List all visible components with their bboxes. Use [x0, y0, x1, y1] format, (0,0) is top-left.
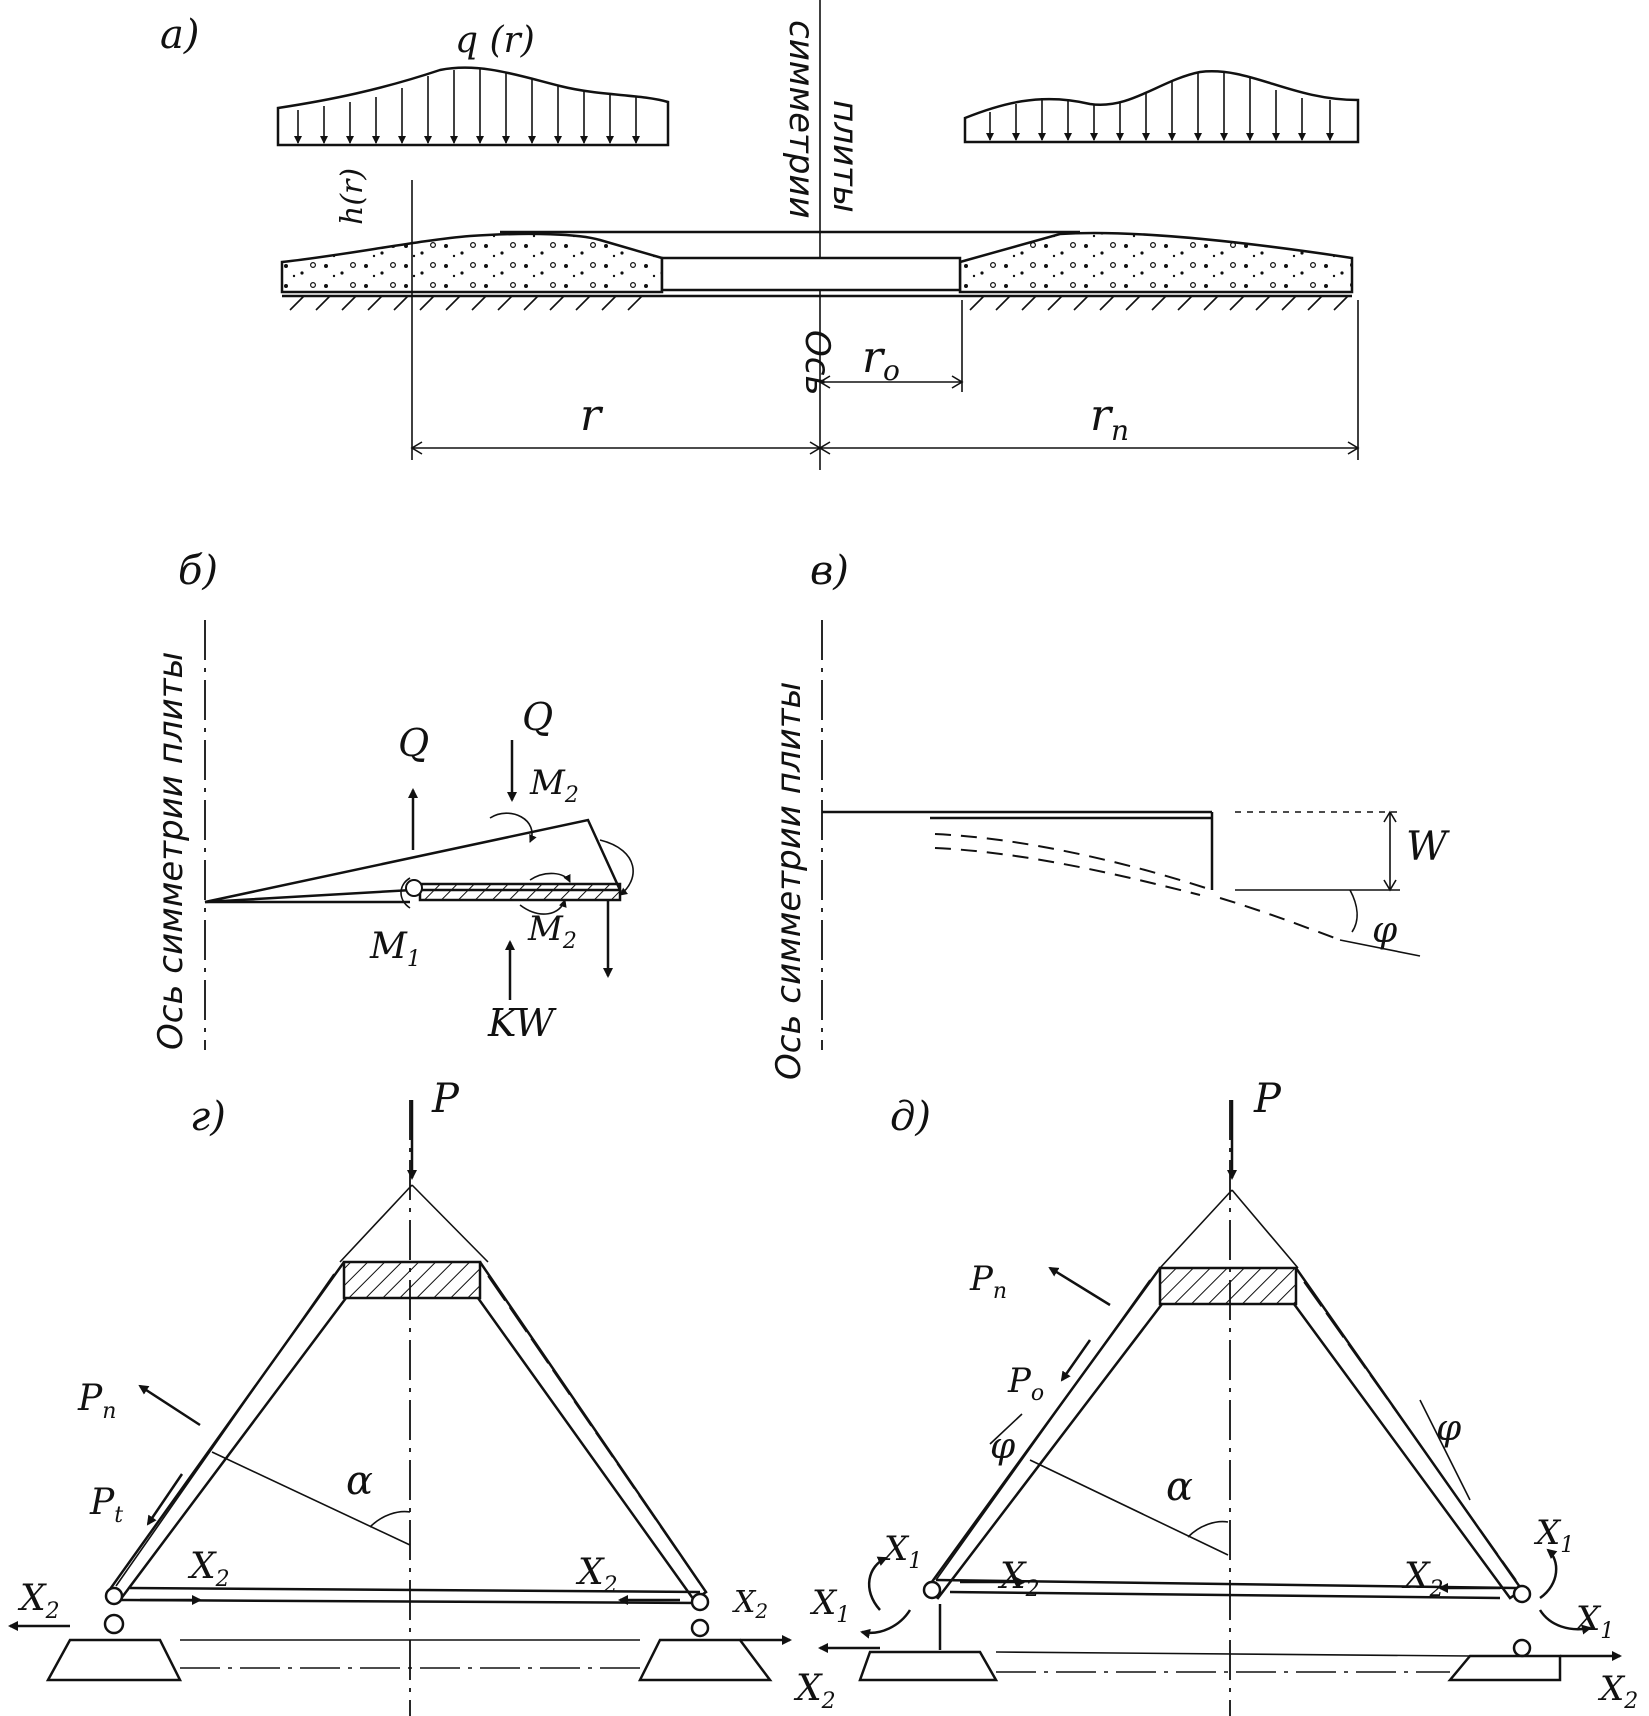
axis-label-v: Ось симметрии плиты	[769, 682, 809, 1080]
axis-label-a2: симметрии	[781, 20, 821, 219]
axis-label-b: Ось симметрии плиты	[151, 652, 191, 1050]
r-label: r	[580, 390, 604, 441]
phi-right-label-d: φ	[1436, 1408, 1462, 1449]
panel-d: д) P α Pп Po φ φ X2 X2	[809, 1076, 1638, 1716]
x1-upper-left-label: X1	[881, 1529, 922, 1574]
alpha-label-g: α	[346, 1458, 373, 1504]
p-label-g: P	[431, 1076, 460, 1122]
x2-inner-left-label: X2	[187, 1546, 230, 1592]
footing-left-g	[45, 1638, 183, 1682]
alpha-label-d: α	[1166, 1464, 1193, 1510]
po-label-d: Po	[1007, 1361, 1044, 1406]
plate-section	[418, 882, 622, 902]
top-block-d	[1158, 1266, 1298, 1306]
panel-v: в) Ось симметрии плиты W φ	[769, 548, 1450, 1080]
x2-inner-right-label-d: X2	[1401, 1556, 1444, 1602]
pn-label-g: Pп	[77, 1378, 116, 1424]
x2-right-small-label: X2	[732, 1585, 768, 1623]
x1-lower-left-label: X1	[809, 1583, 850, 1628]
footing-left-d	[858, 1650, 999, 1682]
rn-label: rп	[1090, 390, 1129, 447]
w-label: W	[1406, 824, 1450, 870]
pn-label-d: Pп	[969, 1259, 1007, 1304]
panel-a-label: а)	[160, 12, 199, 58]
load-label: q (r)	[455, 20, 535, 61]
tie-rod-g	[117, 1598, 701, 1605]
footing-right-g	[637, 1638, 773, 1682]
foundation-left	[280, 232, 664, 294]
left-leg-d	[924, 1267, 1163, 1600]
panel-g: г) P α Pп Pt X2 X2	[8, 1076, 836, 1716]
r0-label: ro	[862, 332, 900, 387]
x2-inner-right-label: X2	[575, 1552, 618, 1598]
kw-label: KW	[487, 1001, 557, 1045]
height-label: h(r)	[335, 168, 370, 225]
left-leg-g	[106, 1261, 348, 1602]
phi-left-label-d: φ	[990, 1426, 1016, 1467]
panel-b: б) Ось симметрии плиты Q Q M2 M1 M2 KW	[151, 548, 634, 1050]
m2-top-label: M2	[529, 763, 579, 808]
x2-inner-left-label-d: X2	[997, 1556, 1040, 1602]
axis-label-a3: плиты	[825, 100, 865, 213]
footing-right-d	[1447, 1654, 1562, 1682]
q-up-label: Q	[398, 721, 429, 765]
x1-upper-right-label: X1	[1533, 1513, 1574, 1558]
load-diagram-right	[963, 70, 1360, 144]
p-label-d: P	[1253, 1076, 1282, 1122]
panel-v-label: в)	[810, 548, 849, 594]
m2-bottom-label: M2	[527, 909, 577, 954]
panel-a: а) q (r)	[160, 0, 1360, 470]
panel-g-label: г)	[190, 1094, 226, 1140]
x2-outer-right-label: X2	[793, 1668, 836, 1714]
slab-middle	[660, 256, 962, 292]
x2-outer-right-label-d: X2	[1597, 1669, 1638, 1714]
panel-b-label: б)	[178, 548, 218, 594]
x2-outer-left-label: X2	[17, 1578, 60, 1624]
phi-label: φ	[1372, 910, 1398, 951]
pt-label-g: Pt	[89, 1482, 123, 1528]
top-block-g	[342, 1260, 482, 1300]
tie-rod-d	[935, 1578, 1517, 1590]
right-leg-d	[1292, 1267, 1524, 1600]
plate-deflected	[934, 833, 1213, 891]
q-down-label: Q	[522, 695, 553, 739]
foundation-right	[958, 231, 1354, 294]
load-diagram-left	[276, 66, 670, 147]
right-leg-g	[476, 1261, 708, 1602]
ground-hatching	[289, 295, 1349, 311]
m1-label: M1	[369, 926, 421, 972]
x1-lower-right-label: X1	[1573, 1599, 1614, 1644]
axis-label-a1: Ось	[797, 330, 837, 396]
panel-d-label: д)	[890, 1094, 931, 1140]
